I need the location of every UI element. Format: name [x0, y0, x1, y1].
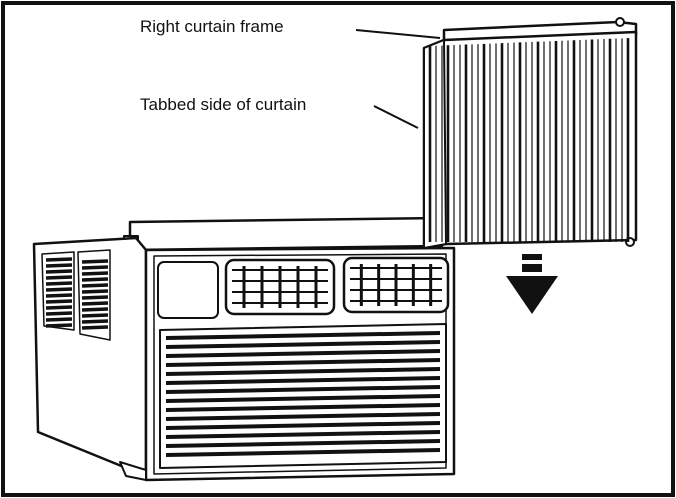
grille-slat	[165, 376, 441, 385]
grille-slat	[165, 367, 441, 376]
arrow-down-icon	[506, 254, 558, 314]
ac-foot	[119, 461, 147, 481]
tabbed-side	[423, 39, 447, 249]
side-slat	[81, 283, 109, 288]
ac-side-vent-right	[77, 249, 111, 341]
side-slat	[45, 287, 73, 292]
ac-top-rail	[128, 216, 444, 252]
side-slat	[81, 319, 109, 324]
side-slat	[81, 325, 109, 330]
ac-side-vent-left	[41, 251, 75, 331]
grille-slat	[165, 331, 441, 340]
grille-slat	[165, 349, 441, 358]
side-slat	[81, 265, 109, 270]
side-slat	[45, 281, 73, 286]
side-slat	[81, 277, 109, 282]
grille-slat	[165, 412, 441, 421]
leader-frame	[355, 29, 441, 39]
side-slat	[45, 269, 73, 274]
side-slat	[81, 259, 109, 264]
grille-slat	[165, 394, 441, 403]
grille-slat	[165, 448, 441, 457]
side-slat	[81, 271, 109, 276]
grille-slat	[165, 439, 441, 448]
side-slat	[45, 317, 73, 322]
side-slat	[81, 301, 109, 306]
curtain-pleats	[428, 38, 630, 242]
side-slat	[81, 289, 109, 294]
side-slat	[45, 323, 73, 328]
grille-slat	[165, 358, 441, 367]
side-slat	[45, 275, 73, 280]
ac-side-vent-slats	[45, 257, 109, 330]
leader-tabbed	[373, 105, 419, 129]
callout-right-curtain-frame: Right curtain frame	[140, 17, 284, 36]
side-slat	[45, 263, 73, 268]
side-slat	[45, 305, 73, 310]
grille-slat	[165, 403, 441, 412]
frame-knob	[615, 17, 625, 27]
ac-louver-vanes	[232, 264, 442, 308]
grille-slat	[165, 340, 441, 349]
ac-grille-slats	[165, 331, 441, 457]
side-slat	[81, 313, 109, 318]
grille-slat	[165, 430, 441, 439]
side-slat	[45, 293, 73, 298]
ac-front-inner	[153, 253, 447, 475]
side-slat	[45, 257, 73, 262]
side-slat	[45, 299, 73, 304]
ac-control-window	[157, 261, 219, 319]
grille-slat	[165, 385, 441, 394]
callout-tabbed-side-of-curtain: Tabbed side of curtain	[140, 95, 307, 114]
grille-slat	[165, 421, 441, 430]
side-slat	[81, 295, 109, 300]
side-slat	[45, 311, 73, 316]
side-slat	[81, 307, 109, 312]
